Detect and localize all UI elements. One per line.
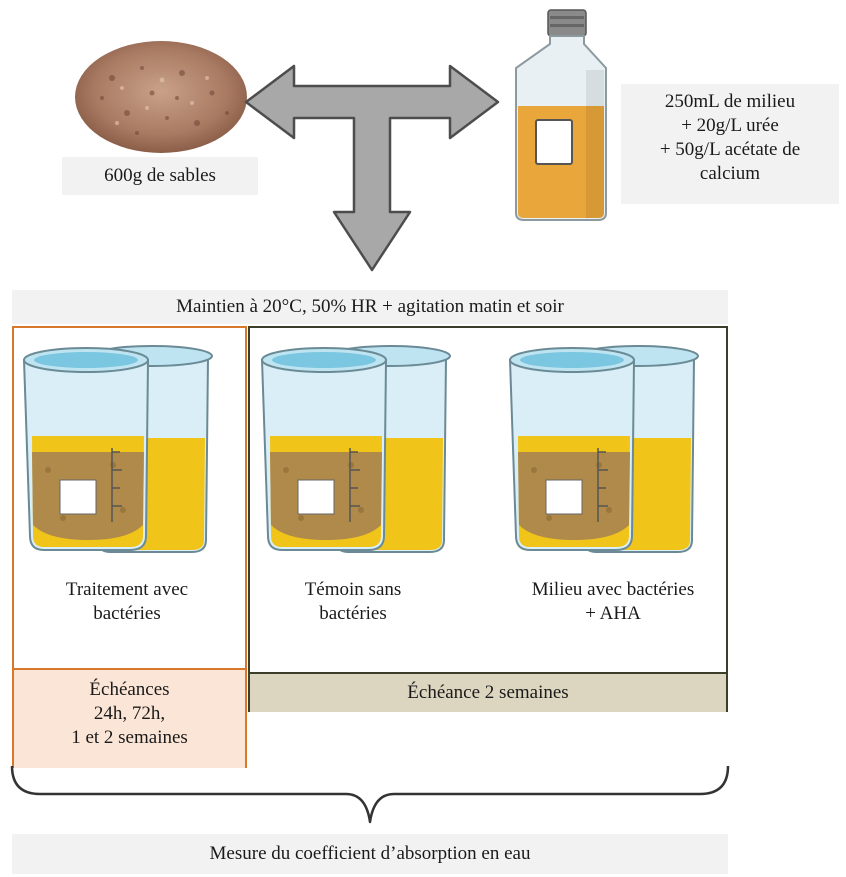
beaker-label-line: bactéries	[93, 603, 161, 624]
sand-label-box: 600g de sables	[62, 157, 258, 195]
beaker-label-aha: Milieu avec bactéries + AHA	[498, 578, 728, 626]
bottle-label-line: + 50g/L acétate de	[659, 139, 801, 160]
sand-pile-image	[75, 41, 247, 153]
conditions-box: Maintien à 20°C, 50% HR + agitation mati…	[12, 290, 728, 324]
bottle-label: 250mL de milieu + 20g/L urée + 50g/L acé…	[621, 84, 839, 186]
beaker-label-line: bactéries	[319, 603, 387, 624]
beaker-label-line: Milieu avec bactéries	[531, 579, 695, 600]
deadline-right-box: Échéance 2 semaines	[250, 672, 726, 712]
beaker-label-treatment: Traitement avec bactéries	[22, 578, 232, 626]
beaker-label-line: Traitement avec	[65, 579, 189, 600]
deadline-left-line: 24h, 72h,	[93, 703, 166, 724]
measure-label: Mesure du coefficient d’absorption en ea…	[209, 843, 531, 864]
bottle-label-line: + 20g/L urée	[681, 115, 779, 136]
deadline-left-line: Échéances	[89, 679, 170, 700]
t-arrow-icon	[244, 64, 500, 272]
beaker-pair-image	[508, 345, 699, 553]
bottle-label-line: 250mL de milieu	[664, 91, 796, 112]
beaker-label-control: Témoin sans bactéries	[258, 578, 448, 626]
beaker-label-line: Témoin sans	[304, 579, 402, 600]
deadline-left-label: Échéances 24h, 72h, 1 et 2 semaines	[14, 670, 245, 750]
beaker-pair-image	[260, 345, 451, 553]
deadline-left-line: 1 et 2 semaines	[71, 727, 188, 748]
bottle-label-line: calcium	[699, 163, 761, 184]
brace-icon	[10, 765, 730, 824]
measure-box: Mesure du coefficient d’absorption en ea…	[12, 834, 728, 874]
conditions-label: Maintien à 20°C, 50% HR + agitation mati…	[176, 296, 564, 317]
bottle-label-box: 250mL de milieu + 20g/L urée + 50g/L acé…	[621, 84, 839, 204]
beaker-pair-image	[22, 345, 213, 553]
deadline-right-label: Échéance 2 semaines	[407, 682, 569, 703]
bottle-image	[515, 9, 607, 221]
beaker-label-line: + AHA	[585, 603, 641, 624]
deadline-left-box: Échéances 24h, 72h, 1 et 2 semaines	[14, 668, 245, 768]
sand-label: 600g de sables	[104, 165, 216, 186]
